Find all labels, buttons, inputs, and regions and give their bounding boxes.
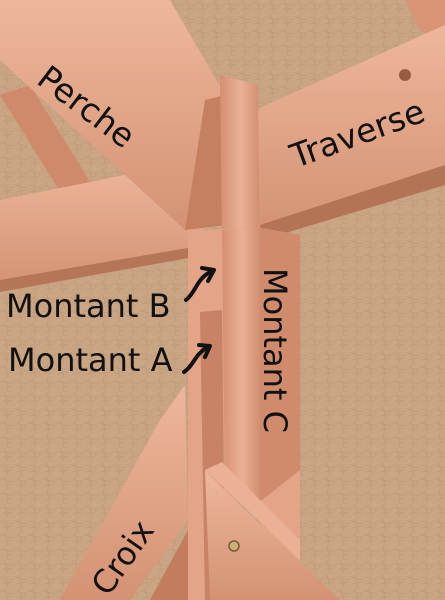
perche-beam-side xyxy=(185,95,225,230)
left-board-edge xyxy=(0,245,205,292)
wood-knot xyxy=(399,69,411,81)
arrow-head-montant-b xyxy=(200,266,216,283)
arrow-to-montant-b xyxy=(184,270,212,302)
lower-right-board xyxy=(205,470,340,600)
montant-c-right-face xyxy=(262,228,300,500)
screw xyxy=(228,540,240,552)
traverse-beam-bottom xyxy=(260,165,445,240)
arrow-head-montant-a xyxy=(197,343,212,359)
croix-beam xyxy=(60,385,188,600)
arrow-to-montant-a xyxy=(182,346,208,374)
croix-beam-edge xyxy=(150,530,188,600)
label-montant-b: Montant B xyxy=(6,287,171,325)
traverse-beam xyxy=(255,25,445,230)
label-montant-a: Montant A xyxy=(8,341,173,379)
lower-right-board-top xyxy=(205,462,300,560)
label-montant-c: Montant C xyxy=(256,268,294,433)
perche-beam xyxy=(0,0,225,230)
montant-c-front xyxy=(222,228,262,500)
